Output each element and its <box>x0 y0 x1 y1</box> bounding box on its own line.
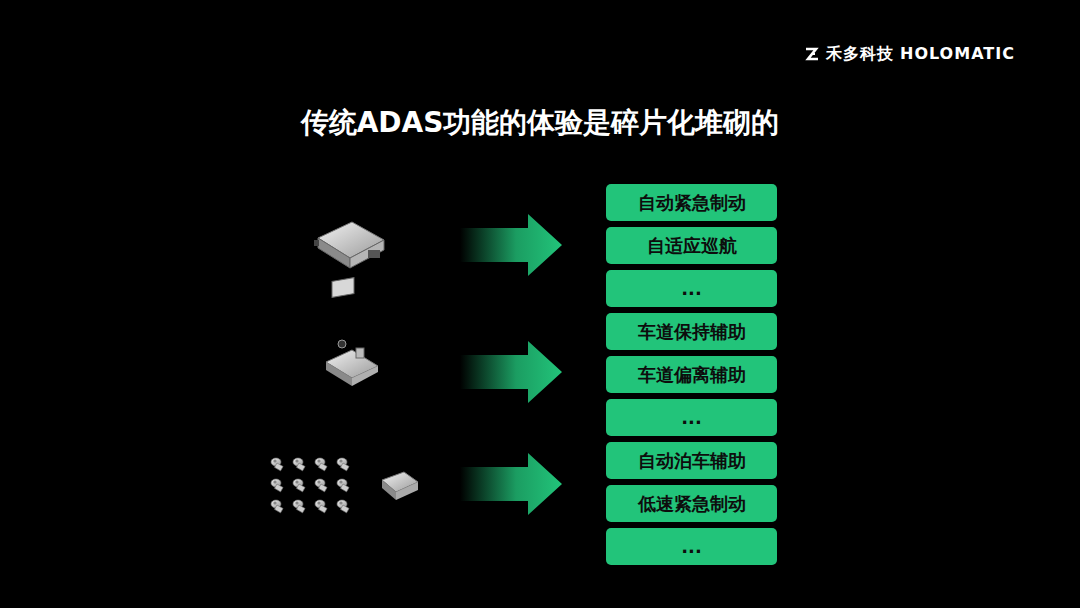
flow-arrow <box>460 341 562 403</box>
function-label: ... <box>681 536 702 557</box>
function-box: 车道偏离辅助 <box>606 356 777 393</box>
flow-arrows <box>460 214 562 515</box>
function-box: 自动紧急制动 <box>606 184 777 221</box>
function-label: ... <box>681 407 702 428</box>
radar-unit <box>314 222 384 268</box>
logo-text: 禾多科技 <box>826 44 894 65</box>
ultrasonic-sensor <box>293 458 305 471</box>
ultrasonic-sensor <box>271 500 283 513</box>
ultrasonic-sensor <box>337 500 349 513</box>
function-box: 自适应巡航 <box>606 227 777 264</box>
function-box: ... <box>606 399 777 436</box>
logo-icon <box>806 49 818 59</box>
logo-text: HOLOMATIC <box>900 44 1015 63</box>
ultrasonic-sensor <box>315 458 327 471</box>
function-label: 自适应巡航 <box>647 234 737 258</box>
ultrasonic-sensor <box>271 458 283 471</box>
parking-ecu <box>382 472 418 500</box>
function-box: 低速紧急制动 <box>606 485 777 522</box>
ultrasonic-sensor <box>271 479 283 492</box>
function-box: ... <box>606 270 777 307</box>
ultrasonic-sensor <box>293 479 305 492</box>
ultrasonic-sensor <box>315 500 327 513</box>
flow-arrow <box>460 214 562 276</box>
function-label: 低速紧急制动 <box>638 492 746 516</box>
function-box: 自动泊车辅助 <box>606 442 777 479</box>
ultrasonic-sensors <box>271 458 349 513</box>
ultrasonic-sensor <box>315 479 327 492</box>
slide-title: 传统ADAS功能的体验是碎片化堆砌的 <box>0 104 1080 142</box>
flow-arrow <box>460 453 562 515</box>
function-label: 车道偏离辅助 <box>638 363 746 387</box>
ultrasonic-sensor <box>337 479 349 492</box>
camera-unit <box>326 278 378 386</box>
function-label: ... <box>681 278 702 299</box>
ultrasonic-sensor <box>337 458 349 471</box>
ultrasonic-sensor <box>293 500 305 513</box>
function-box: ... <box>606 528 777 565</box>
function-label: 车道保持辅助 <box>638 320 746 344</box>
function-label: 自动泊车辅助 <box>638 449 746 473</box>
function-box: 车道保持辅助 <box>606 313 777 350</box>
function-label: 自动紧急制动 <box>638 191 746 215</box>
